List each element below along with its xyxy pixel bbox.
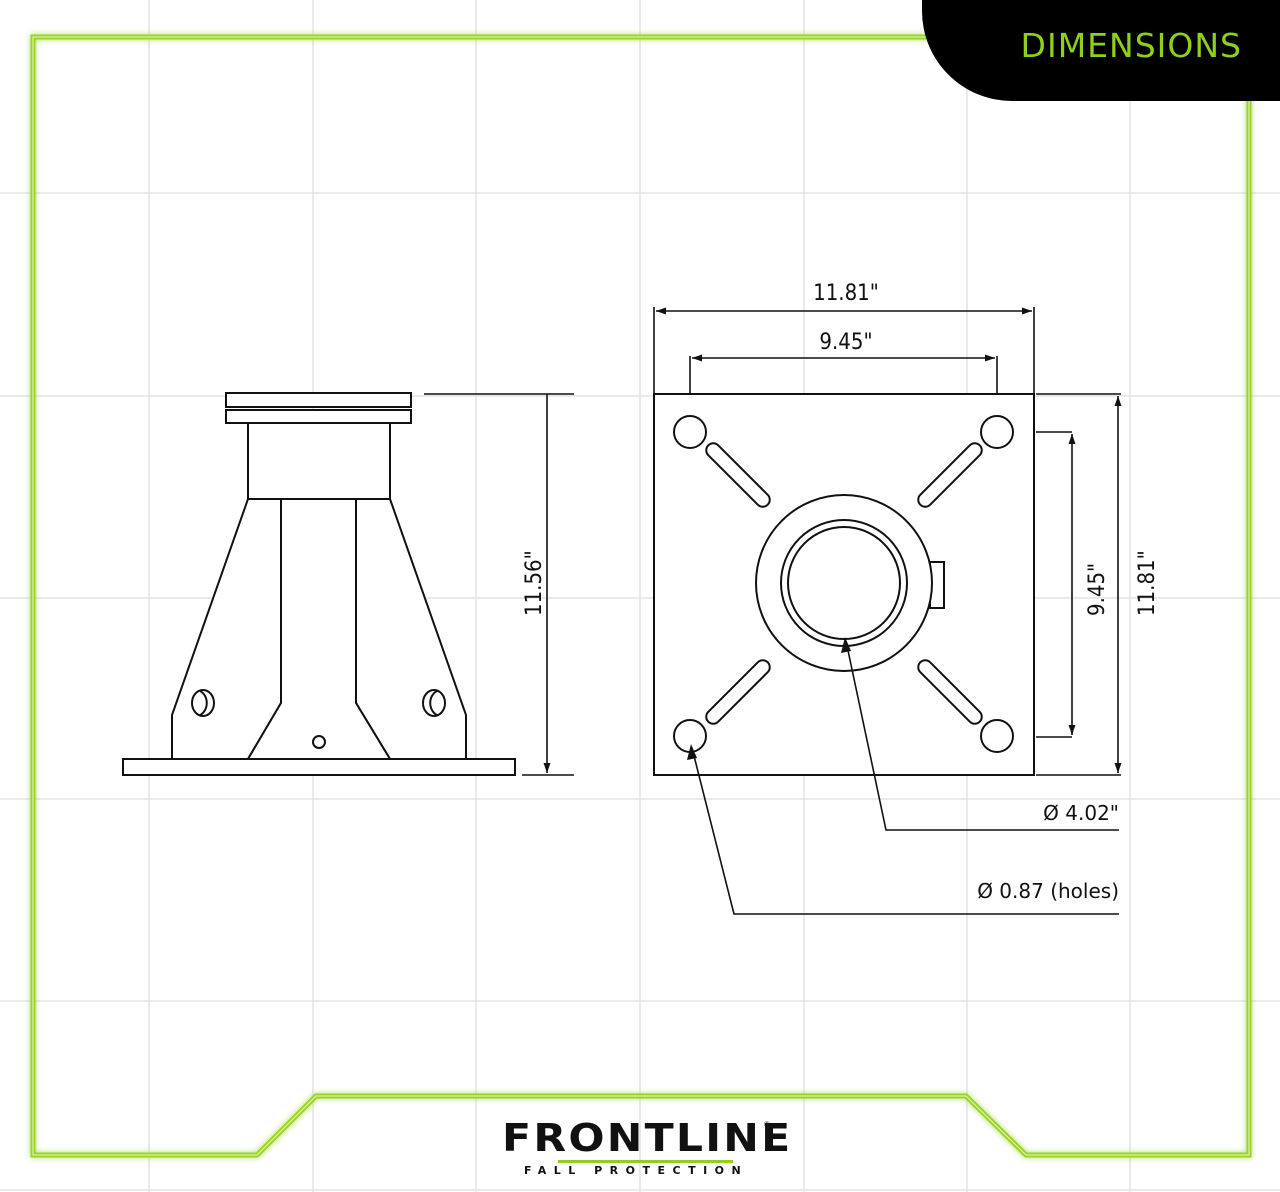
right-pin-hole [422,689,446,717]
hole-spacing-height-label: 9.45" [1085,563,1110,616]
tube-diameter-label: Ø 4.02" [1043,801,1119,825]
tube-inner-wall [787,526,901,640]
frontline-logo: FRONTLINE ® FALL PROTECTION [502,1118,790,1180]
mounting-hole-top-left [673,415,707,449]
hole-diameter-label: Ø 0.87 (holes) [977,879,1119,903]
header-tab [922,0,1280,101]
mounting-hole-top-right [980,415,1014,449]
logo-wordmark: FRONTLINE [502,1116,793,1160]
left-gusset [171,498,282,760]
top-view-dimensions [653,307,1122,915]
green-frame [30,34,1252,1158]
side-height-label: 11.56" [522,550,547,616]
page-title: DIMENSIONS [1020,26,1242,65]
left-pin-hole [191,689,215,717]
top-plate-lower [225,409,412,424]
top-view-drawing [653,393,1035,776]
top-plate-upper [225,392,412,408]
side-view-drawing [122,392,516,776]
base-plate [122,758,516,776]
overall-width-label: 11.81" [813,281,879,306]
registered-mark: ® [764,1120,770,1129]
mounting-hole-bottom-left [673,719,707,753]
center-small-hole [312,735,326,749]
side-height-dimension [424,393,574,776]
overall-height-label: 11.81" [1135,550,1160,616]
center-web [246,498,392,760]
slot-arms [705,442,983,725]
leader-arrowheads [687,637,851,760]
right-gusset [355,498,467,760]
logo-tagline: FALL PROTECTION [524,1164,749,1177]
logo-accent-bar [558,1160,733,1163]
hole-spacing-width-label: 9.45" [819,330,872,355]
tube [247,422,391,501]
mounting-hole-bottom-right [980,719,1014,753]
